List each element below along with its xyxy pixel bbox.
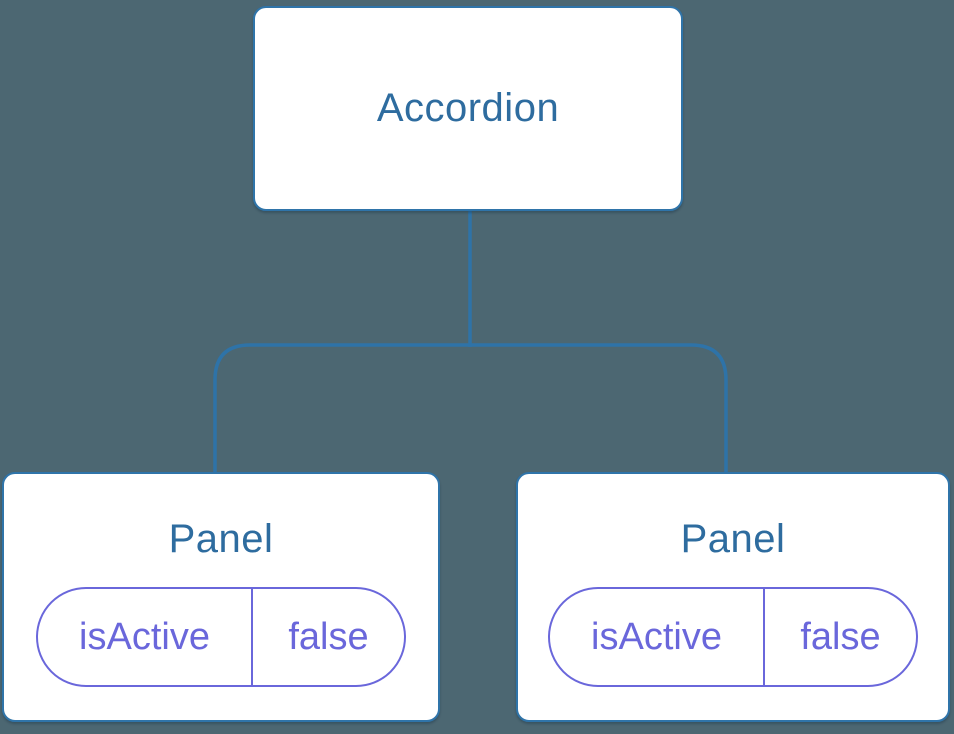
state-pill: isActive false — [548, 587, 918, 687]
state-name: isActive — [550, 589, 765, 685]
accordion-node-label: Accordion — [376, 86, 560, 130]
panel-node-left: Panel isActive false — [2, 472, 440, 722]
panel-node-label: Panel — [168, 517, 274, 561]
state-pill: isActive false — [36, 587, 406, 687]
connector-bracket-line — [213, 343, 728, 478]
panel-node-right: Panel isActive false — [516, 472, 950, 722]
state-name: isActive — [38, 589, 253, 685]
state-value: false — [288, 615, 369, 658]
panel-node-label: Panel — [680, 517, 786, 561]
state-value: false — [800, 615, 881, 658]
accordion-node: Accordion — [253, 6, 683, 211]
